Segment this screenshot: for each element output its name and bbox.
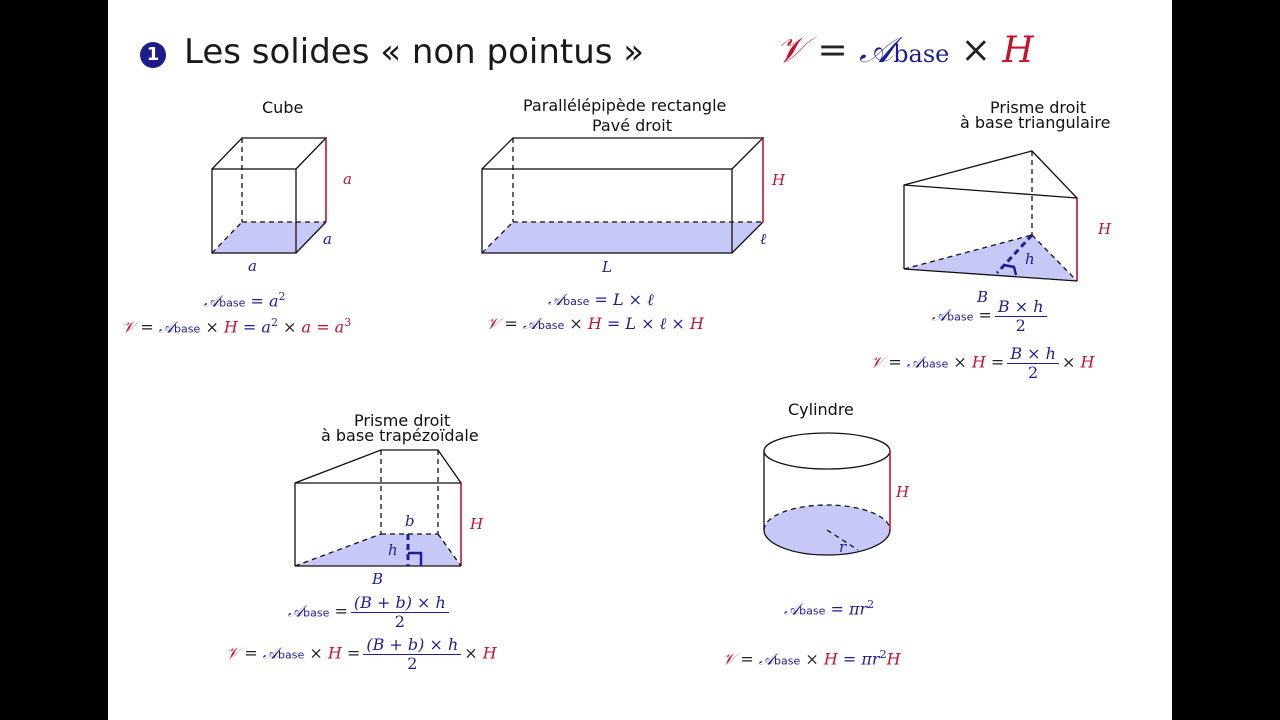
base-subscript: base [893,40,950,68]
pave-depth-label: ℓ [760,230,767,248]
prism-trap-label-2: à base trapézoïdale [321,426,479,445]
prism-tri-right-angle-mark [1003,263,1018,276]
cylinder-radius [826,529,859,551]
pave-label-2: Pavé droit [592,116,673,135]
pave-volume-formula: 𝒱 = 𝒜base × H = L × ℓ × H [486,314,704,333]
pave-length-label: L [602,258,612,276]
cube-depth-label: a [323,230,332,248]
prism-trap-base-label: B [372,570,384,588]
slide: 1 Les solides « non pointus » 𝒱 = 𝒜base … [108,0,1172,720]
prism-trap-base-fill [295,534,461,566]
prism-trap-label-1: Prisme droit [354,411,451,430]
pave-height-label: H [772,171,786,189]
prism-trap-small-base-label: b [405,512,415,530]
main-volume-formula: 𝒱 = 𝒜base × H [776,30,1034,72]
prism-trap-height-label: H [470,515,484,533]
times-sign: × [960,30,991,71]
pave-solid-edges [481,137,765,254]
cube-label: Cube [262,98,304,117]
prism-tri-altitude-label: h [1025,250,1035,268]
cylinder-bottom-front-arc [763,529,891,556]
pave-base-fill [482,222,763,253]
prism-tri-base-label: B [977,288,989,306]
cylinder-volume-formula: 𝒱 = 𝒜base × H = πr2H [722,648,901,669]
prism-tri-height-label: H [1098,220,1112,238]
prism-tri-label-1: Prisme droit [990,98,1087,117]
prism-trap-solid-edges [294,449,463,567]
cylinder-radius-label: r [839,538,847,556]
pave-hidden-edges [481,138,763,254]
volume-symbol: 𝒱 [776,30,806,71]
page-title: Les solides « non pointus » [184,32,645,72]
cube-area-formula: 𝒜base = a2 [204,290,286,311]
cube-height-label: a [343,170,352,188]
prism-tri-hidden-edges [903,151,1078,282]
pave-area-formula: 𝒜base = L × ℓ [548,290,654,309]
prism-trap-right-angle-mark [408,551,423,566]
cylinder-height-label: H [896,483,910,501]
cube-base-fill [212,222,326,253]
prism-tri-base-fill [904,235,1077,281]
pave-label-1: Parallélépipède rectangle [523,96,727,115]
cube-hidden-edges [211,138,326,254]
section-number-badge: 1 [140,42,166,68]
equals-sign: = [817,30,848,71]
cylinder-top-ellipse [763,432,891,470]
prism-tri-label-2: à base triangulaire [960,113,1111,132]
cylinder-label: Cylindre [788,400,854,419]
solids-drawing [211,137,1079,567]
height-symbol: H [1002,30,1034,71]
prism-trap-altitude-label: h [388,541,398,559]
area-symbol: 𝒜 [859,30,894,71]
cylinder-area-formula: 𝒜base = πr2 [784,598,875,619]
cylinder-bottom-back-arc [763,504,891,531]
cube-volume-formula: 𝒱 = 𝒜base × H = a2 × a = a3 [122,316,352,337]
cube-solid-edges [211,137,328,254]
prism-tri-altitude [995,233,1034,275]
cube-width-label: a [248,257,257,275]
